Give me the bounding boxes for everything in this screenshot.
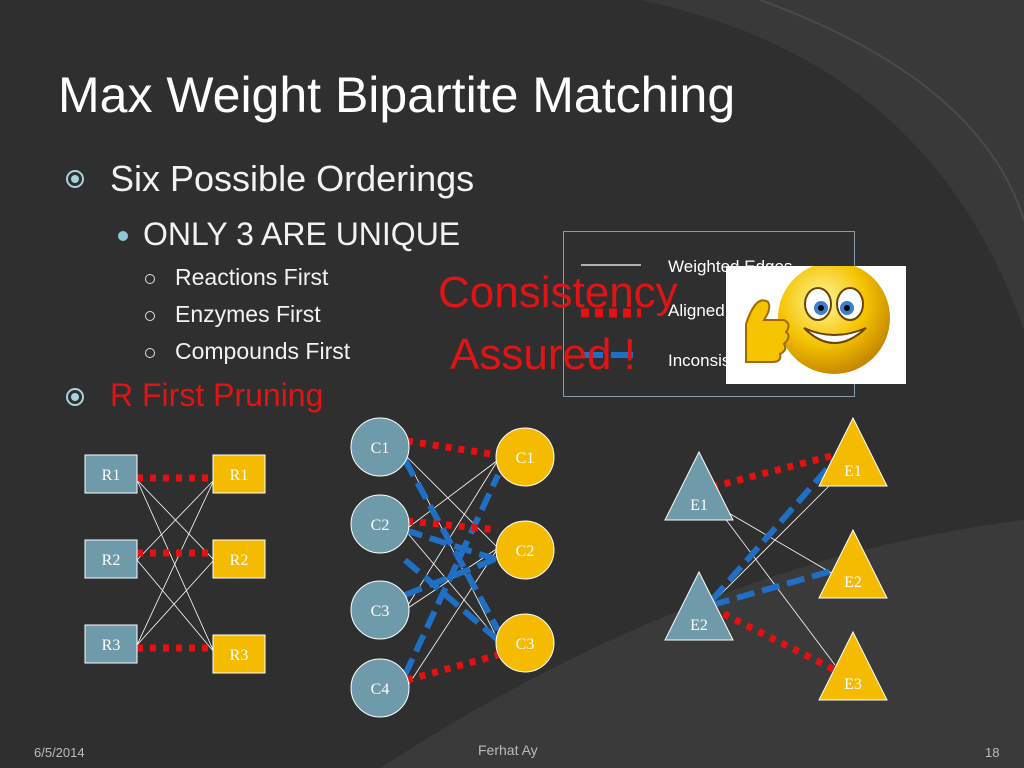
item-compounds-first: Compounds First — [175, 338, 351, 364]
label-e2-left: E2 — [690, 617, 708, 634]
ring-bullet-icon — [66, 388, 84, 406]
label-r2-left: R2 — [102, 552, 121, 569]
footer-author: Ferhat Ay — [478, 742, 538, 758]
label-e1-left: E1 — [690, 497, 708, 514]
reaction-nodes-left — [84, 454, 138, 664]
label-e3-right: E3 — [844, 676, 862, 693]
compound-nodes-right — [495, 427, 555, 673]
label-c4-left: C4 — [371, 681, 390, 698]
node-c3-right — [495, 613, 555, 673]
node-c1-right — [495, 427, 555, 487]
ring-bullet-icon — [66, 170, 84, 188]
label-c1-left: C1 — [371, 440, 390, 457]
enzyme-nodes-left — [664, 450, 734, 641]
circle-bullet-icon — [145, 311, 155, 321]
label-r1-right: R1 — [230, 467, 249, 484]
label-r3-right: R3 — [230, 647, 249, 664]
label-e2-right: E2 — [844, 574, 862, 591]
compound-nodes-left — [350, 417, 410, 718]
node-c2-right — [495, 520, 555, 580]
compound-aligned-edges — [406, 437, 499, 684]
node-e3-right — [818, 630, 888, 701]
reaction-weighted-edges — [136, 479, 215, 653]
compound-weighted-edges — [404, 454, 499, 691]
label-c2-left: C2 — [371, 517, 390, 534]
node-r1-right — [212, 454, 266, 494]
label-c2-right: C2 — [516, 543, 535, 560]
enzyme-inconsistent-edges — [709, 458, 838, 608]
callout-assured: Assured ! — [450, 330, 636, 379]
circle-bullet-icon — [145, 274, 155, 284]
node-r3-right — [212, 634, 266, 674]
smiley-thumbs-up-icon — [726, 266, 906, 384]
node-c1-left — [350, 417, 410, 477]
node-r2-right — [212, 539, 266, 579]
label-c1-right: C1 — [516, 450, 535, 467]
label-r3-left: R3 — [102, 637, 121, 654]
node-c2-left — [350, 494, 410, 554]
label-e1-right: E1 — [844, 463, 862, 480]
item-reactions-first: Reactions First — [175, 264, 329, 290]
bullet-only-3-unique: ONLY 3 ARE UNIQUE — [143, 216, 461, 252]
node-r3-left — [84, 624, 138, 664]
enzyme-nodes-right — [818, 416, 888, 701]
slide-title: Max Weight Bipartite Matching — [58, 67, 736, 123]
node-e1-right — [818, 416, 888, 487]
label-c3-left: C3 — [371, 603, 390, 620]
footer-date: 6/5/2014 — [34, 745, 85, 760]
label-c3-right: C3 — [516, 636, 535, 653]
label-r1-left: R1 — [102, 467, 121, 484]
bullet-six-orderings: Six Possible Orderings — [110, 158, 475, 199]
compound-inconsistent-edges — [402, 458, 501, 677]
footer-page-number: 18 — [985, 745, 1000, 760]
node-c3-left — [350, 580, 410, 640]
node-r2-left — [84, 539, 138, 579]
item-enzymes-first: Enzymes First — [175, 301, 321, 327]
legend-samples — [581, 264, 641, 358]
callout-consistency: Consistency — [438, 268, 678, 317]
circle-bullet-icon — [145, 348, 155, 358]
node-e2-right — [818, 528, 888, 599]
label-r2-right: R2 — [230, 552, 249, 569]
reaction-nodes-right — [212, 454, 266, 674]
dot-bullet-icon — [118, 231, 128, 241]
node-e1-left — [664, 450, 734, 521]
node-r1-left — [84, 454, 138, 494]
enzyme-aligned-edges — [710, 451, 837, 674]
node-e2-left — [664, 570, 734, 641]
node-c4-left — [350, 658, 410, 718]
bullet-r-first-pruning: R First Pruning — [110, 377, 324, 413]
